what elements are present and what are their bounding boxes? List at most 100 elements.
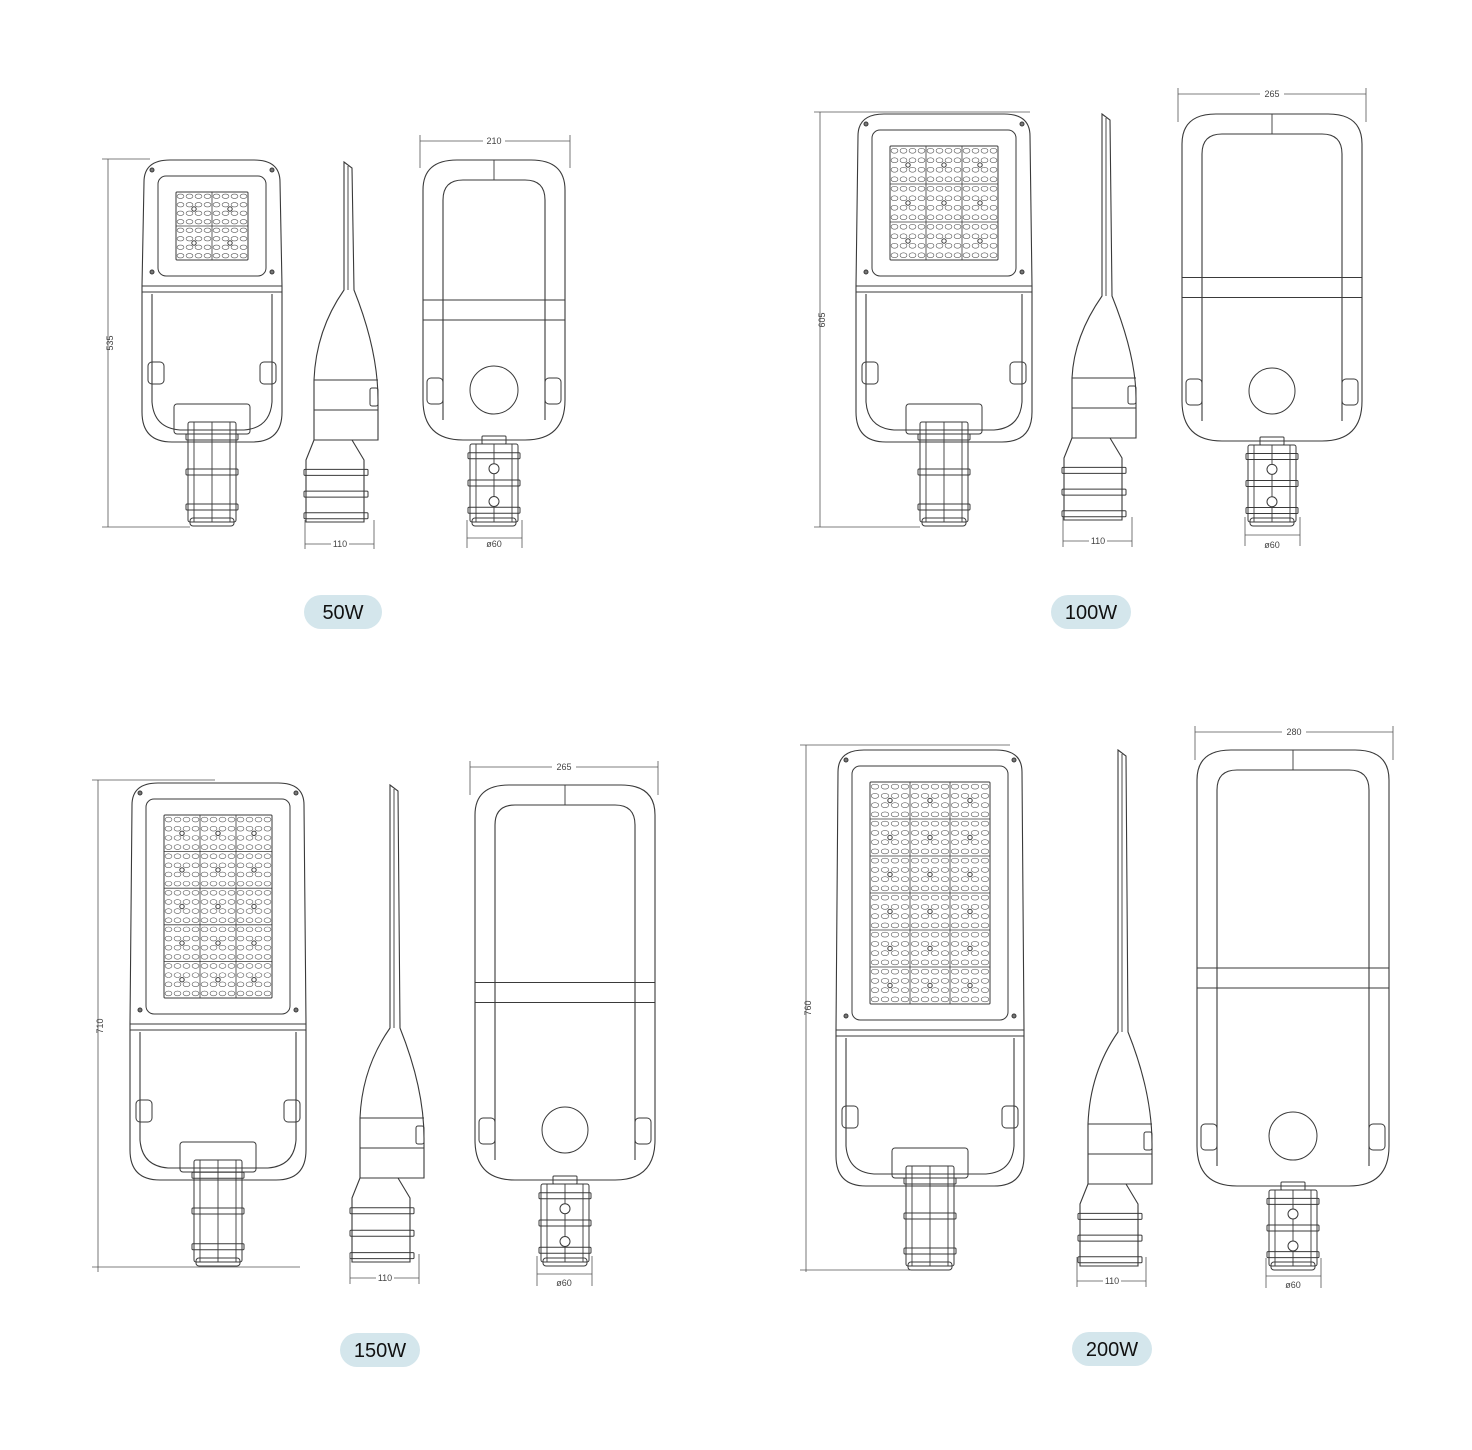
led-lens — [970, 931, 980, 938]
led-lens — [203, 236, 212, 242]
model-badge: 100W — [1051, 595, 1131, 629]
bolt-hole — [488, 463, 500, 475]
dim-pipe: ø60 — [466, 520, 523, 549]
screw — [863, 269, 869, 275]
clamp-band — [303, 490, 369, 498]
led-lens — [191, 981, 200, 987]
led-lens — [191, 826, 200, 832]
led-lens — [908, 166, 917, 173]
side-latch — [147, 361, 165, 385]
led-lens — [164, 908, 173, 914]
led-lens — [926, 176, 935, 183]
led-lens — [263, 917, 272, 923]
led-lens — [173, 954, 182, 960]
led-lens — [200, 963, 209, 969]
led-lens — [920, 802, 930, 808]
led-lens — [263, 826, 272, 832]
led-lens — [940, 848, 950, 855]
side-latch — [369, 387, 379, 407]
led-lens — [900, 987, 910, 993]
clamp-band — [1077, 1212, 1143, 1220]
led-lens — [182, 844, 191, 850]
led-lens — [880, 811, 890, 818]
led-lens — [960, 857, 970, 864]
led-lens — [880, 876, 890, 882]
led-lens — [920, 811, 930, 818]
side-arm — [351, 1177, 411, 1263]
led-lens — [960, 811, 970, 818]
led-center-mark — [941, 238, 947, 244]
led-lens — [980, 233, 989, 240]
clamp-band — [1266, 1224, 1320, 1232]
led-lens — [944, 242, 953, 249]
led-lens — [953, 223, 962, 230]
led-lens — [254, 899, 263, 905]
led-lens — [254, 981, 263, 987]
led-lens — [989, 214, 998, 221]
led-lens — [940, 820, 950, 827]
bolt-hole — [1287, 1208, 1299, 1220]
led-lens — [920, 894, 930, 901]
led-lens — [203, 253, 212, 259]
led-lens — [971, 204, 980, 211]
led-center-mark — [927, 908, 933, 915]
led-lens — [236, 990, 245, 997]
led-lens — [980, 802, 990, 808]
led-lens — [230, 219, 239, 225]
screw — [293, 1007, 299, 1013]
led-lens — [950, 950, 960, 956]
led-lens — [970, 783, 980, 790]
model-label: 200W — [1086, 1339, 1138, 1361]
side-arm — [1063, 437, 1123, 521]
led-lens — [910, 968, 920, 975]
led-lens — [971, 223, 980, 230]
mount-foot — [189, 517, 235, 527]
led-lens — [227, 835, 236, 841]
led-lens — [218, 890, 227, 896]
led-lens — [263, 935, 272, 942]
led-lens — [962, 157, 971, 164]
led-lens — [900, 913, 910, 919]
led-lens — [212, 227, 221, 233]
clamp-band — [917, 468, 971, 476]
led-lens — [176, 244, 185, 250]
led-lens — [191, 862, 200, 869]
led-lens — [254, 972, 263, 978]
led-lens — [890, 978, 900, 984]
led-lens — [900, 978, 910, 984]
led-lens — [218, 981, 227, 987]
led-lens — [245, 880, 254, 887]
led-lens — [960, 941, 970, 947]
led-lens — [191, 926, 200, 933]
led-lens — [970, 857, 980, 864]
led-lens — [182, 917, 191, 923]
luminaire-body — [129, 782, 307, 1181]
led-center-mark — [179, 977, 185, 983]
clamp-band — [467, 452, 521, 460]
led-lens — [209, 917, 218, 923]
led-lens — [236, 944, 245, 951]
led-lens — [227, 826, 236, 832]
led-lens — [910, 848, 920, 855]
led-lens — [917, 223, 926, 230]
mount-foot — [542, 1257, 588, 1267]
led-lens — [900, 857, 910, 864]
led-center-mark — [941, 162, 947, 168]
back-view — [422, 159, 566, 527]
led-lens — [239, 219, 248, 225]
led-lens — [989, 233, 998, 240]
led-lens — [200, 908, 209, 914]
led-lens — [917, 204, 926, 211]
led-lens — [890, 223, 899, 230]
led-lens — [980, 157, 989, 164]
dim-width: 265 — [1177, 88, 1367, 122]
led-lens — [908, 214, 917, 221]
led-lens — [227, 862, 236, 869]
led-lens — [989, 176, 998, 183]
led-lens — [173, 990, 182, 997]
back-shell — [1196, 749, 1390, 1187]
led-lens — [908, 223, 917, 230]
bolt-hole — [1287, 1240, 1299, 1252]
led-lens — [971, 185, 980, 192]
led-lens — [236, 935, 245, 942]
